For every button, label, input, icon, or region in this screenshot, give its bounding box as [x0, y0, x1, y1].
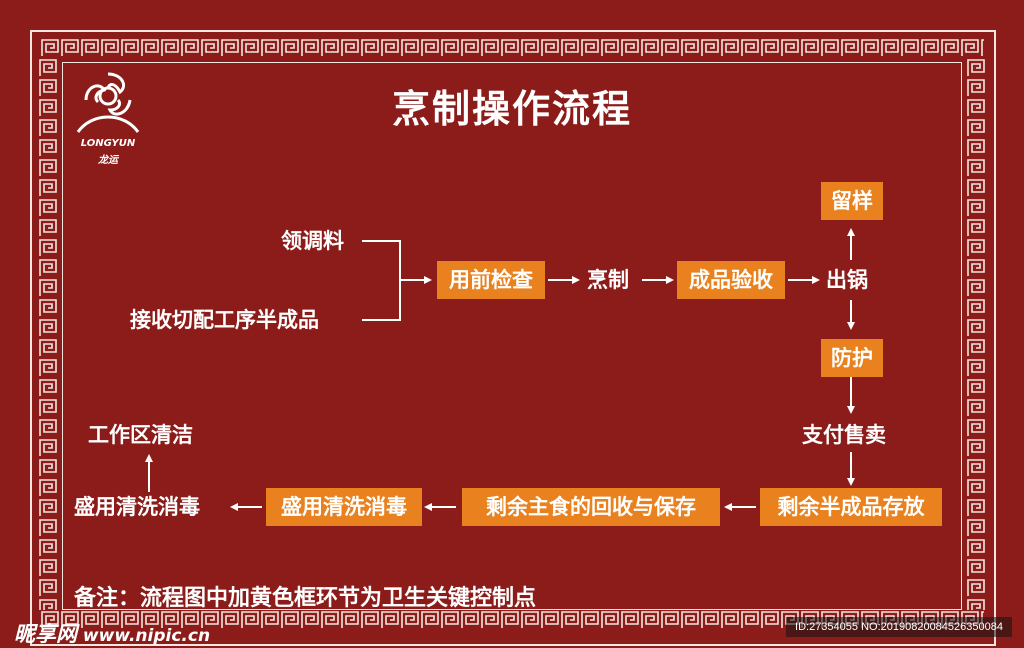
fret-pattern-right [966, 58, 986, 610]
inner-frame [62, 62, 962, 610]
node-recycle-staples: 剩余主食的回收与保存 [462, 488, 720, 526]
outer-frame [30, 30, 996, 646]
footnote: 备注：流程图中加黄色框环节为卫生关键控制点 [74, 586, 537, 611]
fret-pattern-bottom [40, 610, 984, 630]
node-product-acceptance: 成品验收 [677, 261, 785, 299]
logo-brand-cn: 龙运 [98, 155, 118, 166]
logo-emblem-icon [76, 72, 140, 133]
longyun-logo: LONGYUN 龙运 [72, 66, 144, 166]
page-title: 烹制操作流程 [391, 87, 632, 131]
watermark-site-cn: 昵享网 [14, 622, 77, 646]
node-pre-use-check: 用前检查 [437, 261, 545, 299]
watermark-id: ID:27354055 NO:20190820084526350084 [786, 617, 1012, 637]
node-protection: 防护 [821, 339, 883, 377]
node-keep-sample: 留样 [821, 182, 883, 220]
watermark-site-url: www.nipic.cn [82, 626, 211, 646]
node-clean-work-area: 工作区清洁 [88, 423, 193, 447]
watermark-site: 昵享网 www.nipic.cn [14, 618, 210, 648]
fret-pattern-top [40, 38, 984, 58]
node-receive-semi-finished: 接收切配工序半成品 [130, 308, 319, 332]
logo-brand-en: LONGYUN [80, 138, 136, 149]
node-out-of-pot: 出锅 [826, 268, 868, 292]
node-cooking: 烹制 [587, 268, 629, 292]
node-pay-sell: 支付售卖 [802, 423, 886, 447]
bracket-connector [362, 240, 401, 321]
fret-pattern-left [38, 58, 58, 610]
node-get-seasoning: 领调料 [281, 229, 344, 253]
node-wash-disinfect-box: 盛用清洗消毒 [266, 488, 422, 526]
node-wash-disinfect: 盛用清洗消毒 [74, 495, 200, 519]
node-store-remaining: 剩余半成品存放 [760, 488, 942, 526]
